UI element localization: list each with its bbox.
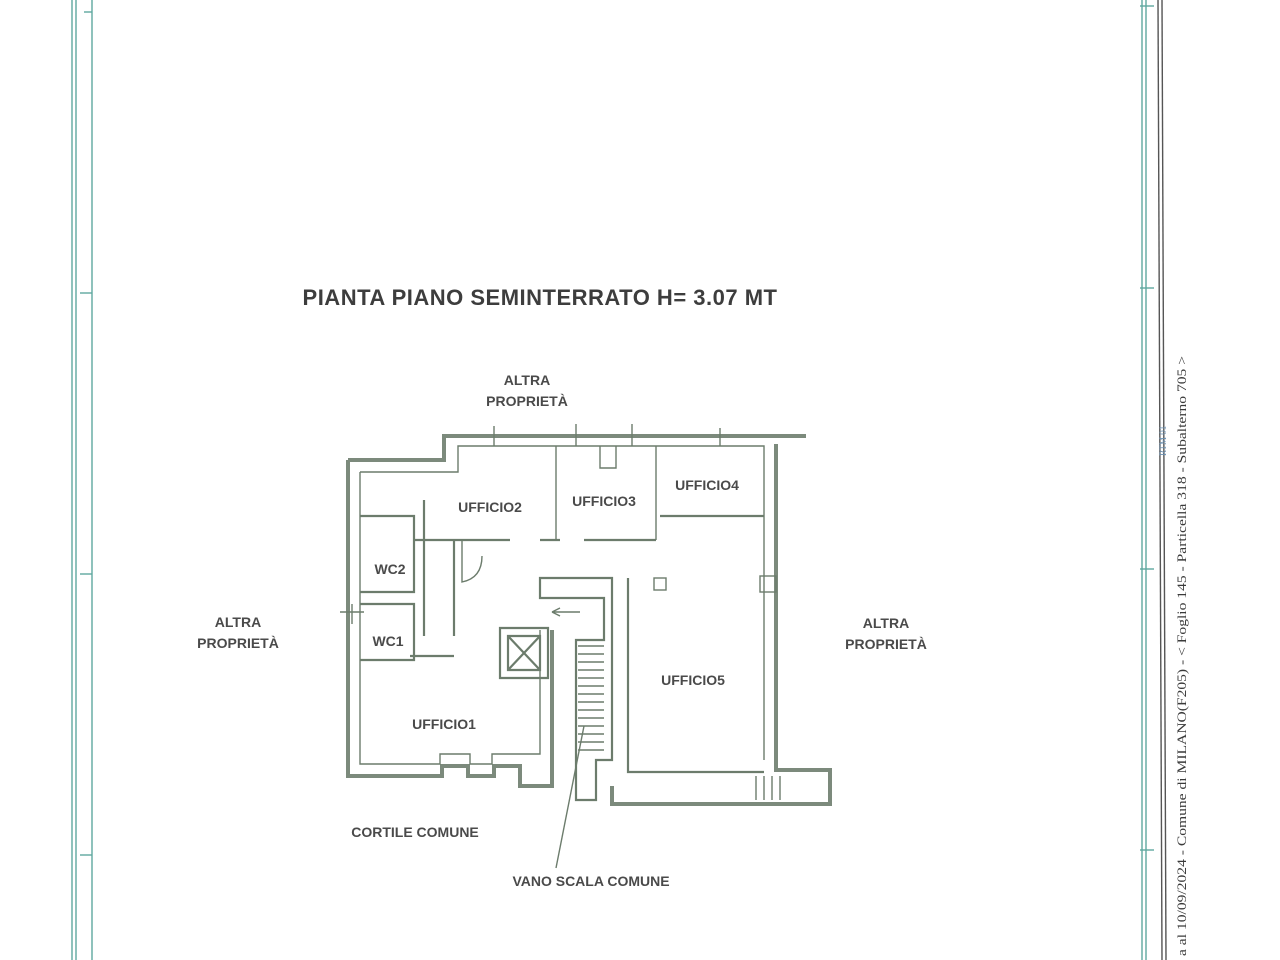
lift-shaft bbox=[498, 626, 550, 680]
stair-treads bbox=[578, 645, 604, 751]
room-label-ufficio4: UFFICIO4 bbox=[675, 477, 739, 493]
room-label-wc2: WC2 bbox=[374, 561, 405, 577]
north-neighbor-label-line2: PROPRIETÀ bbox=[486, 393, 568, 409]
north-neighbor-label-line1: ALTRA bbox=[504, 372, 550, 388]
stairwell-label: VANO SCALA COMUNE bbox=[512, 873, 669, 889]
floor-plan-walls bbox=[340, 424, 832, 869]
room-label-ufficio3: UFFICIO3 bbox=[572, 493, 636, 509]
west-neighbor-label-line1: ALTRA bbox=[215, 614, 261, 630]
right-frame-border bbox=[1140, 0, 1167, 960]
east-neighbor-label-line2: PROPRIETÀ bbox=[845, 636, 927, 652]
cadastral-margin-note: a al 10/09/2024 - Comune di MILANO(F205)… bbox=[1174, 356, 1189, 956]
left-frame-border bbox=[71, 0, 93, 960]
west-neighbor-label-line2: PROPRIETÀ bbox=[197, 635, 279, 651]
outer-perimeter-wall bbox=[346, 434, 832, 806]
room-label-wc1: WC1 bbox=[372, 633, 403, 649]
margin-stamp: RTM 01 bbox=[1158, 426, 1168, 456]
courtyard-label: CORTILE COMUNE bbox=[351, 824, 479, 840]
stairwell-leader-line bbox=[555, 725, 585, 869]
room-label-ufficio2: UFFICIO2 bbox=[458, 499, 522, 515]
room-label-ufficio5: UFFICIO5 bbox=[661, 672, 725, 688]
plan-title: PIANTA PIANO SEMINTERRATO H= 3.07 MT bbox=[303, 285, 778, 310]
east-neighbor-label-line1: ALTRA bbox=[863, 615, 909, 631]
room-label-ufficio1: UFFICIO1 bbox=[412, 716, 476, 732]
